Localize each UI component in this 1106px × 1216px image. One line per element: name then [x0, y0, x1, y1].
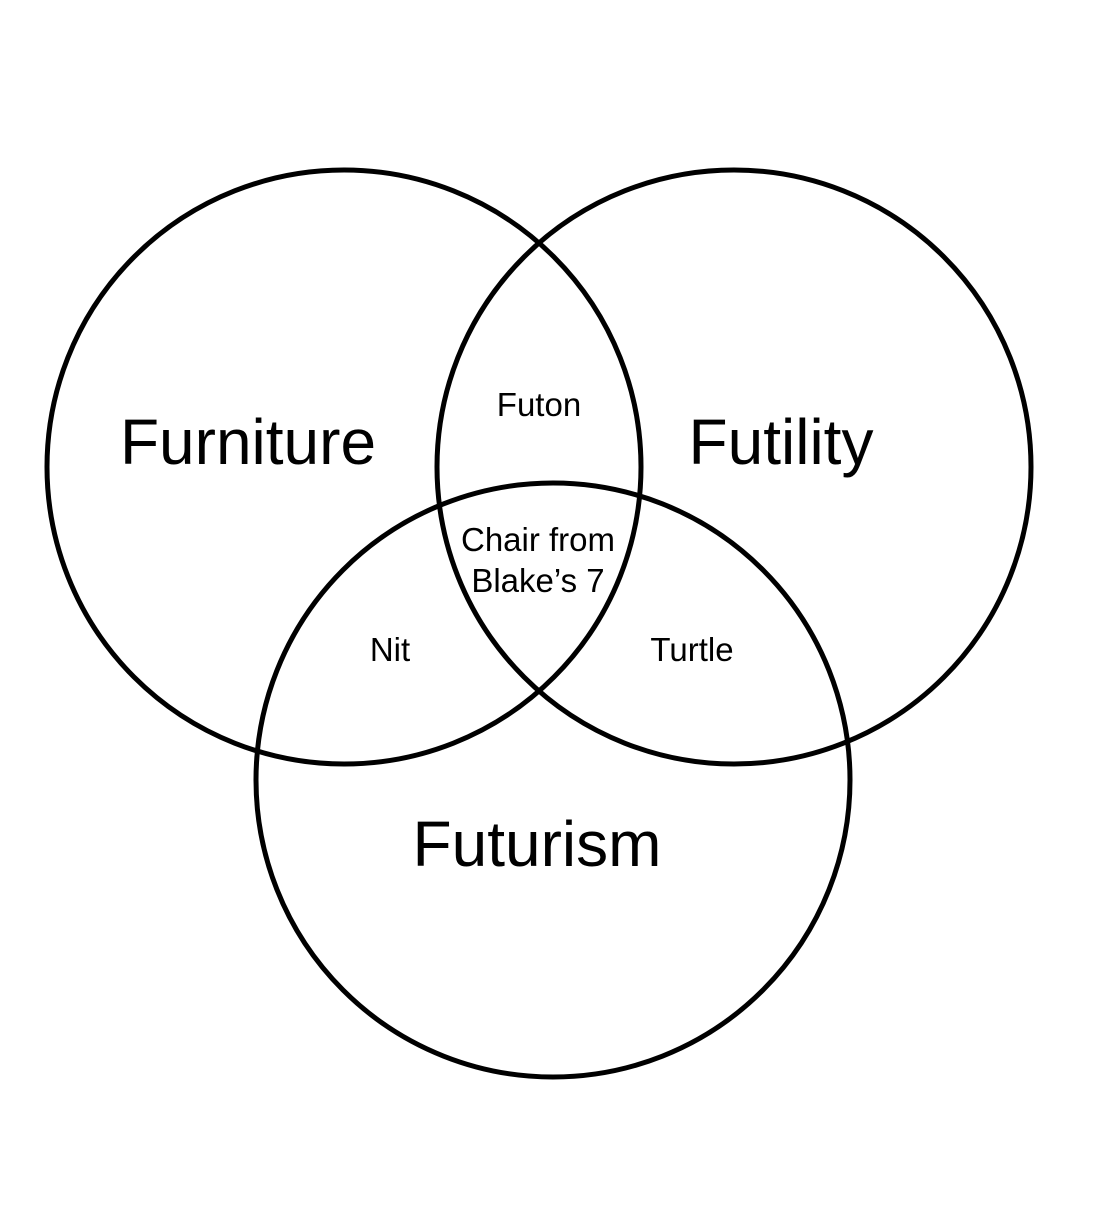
- all-three-label-line2: Blake’s 7: [471, 562, 604, 599]
- furniture-label: Furniture: [120, 406, 376, 478]
- furniture-circle: [44, 167, 644, 767]
- all-three-label-line1: Chair from: [461, 521, 615, 558]
- futility-circle: [434, 167, 1034, 767]
- furniture-futurism-label: Nit: [370, 631, 410, 668]
- furniture-futility-label: Futon: [497, 386, 581, 423]
- futurism-label: Futurism: [413, 808, 662, 880]
- futility-label: Futility: [689, 406, 874, 478]
- futility-futurism-label: Turtle: [650, 631, 733, 668]
- futurism-circle: [253, 480, 853, 1080]
